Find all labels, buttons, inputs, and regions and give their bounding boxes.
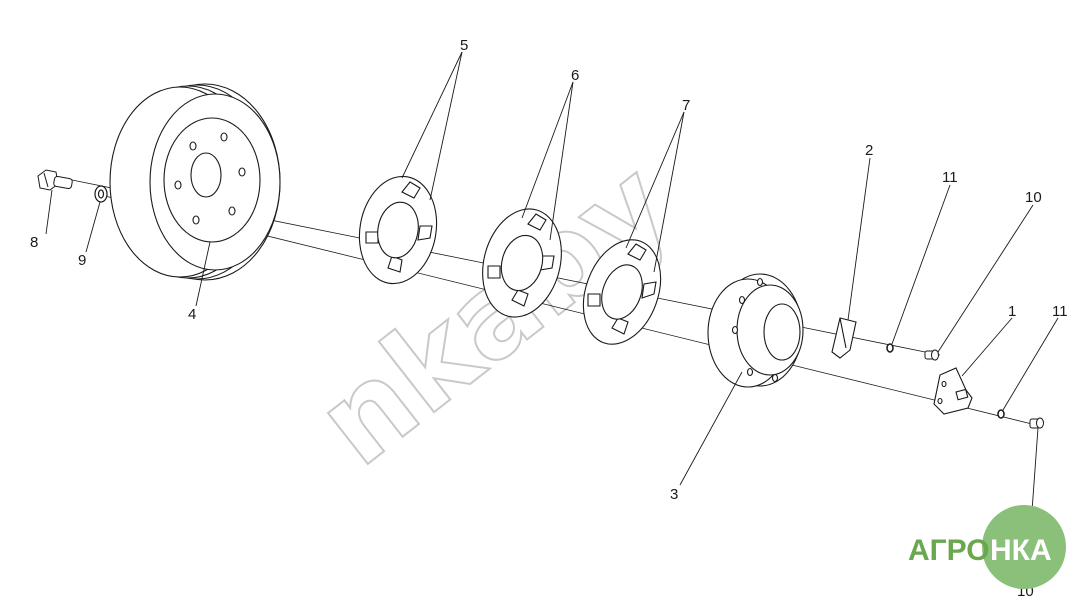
leader-line-9	[85, 201, 101, 253]
bolt-hole	[175, 181, 181, 189]
ring-part-11-upper	[887, 344, 893, 352]
plate-part-6	[471, 200, 573, 326]
brand-logo: АГРО НКА	[908, 505, 1066, 589]
bolt-hole	[193, 216, 199, 224]
callout-label-5: 5	[460, 37, 468, 54]
callout-label-6: 6	[571, 67, 579, 84]
leader-line-7a	[625, 111, 685, 249]
bolt-hole	[239, 168, 245, 176]
callout-label-3: 3	[670, 486, 678, 503]
leader-line-4	[195, 241, 211, 307]
leader-line-1	[961, 317, 1013, 377]
pulley-part-4	[110, 84, 280, 280]
ring-part-11-lower	[998, 410, 1004, 418]
leader-line-7b	[653, 111, 685, 273]
brand-text-left: АГРО	[908, 534, 990, 567]
screw-part-10-upper	[925, 350, 939, 360]
leader-line-3	[679, 371, 743, 486]
callout-label-4: 4	[188, 306, 196, 323]
leader-line-8	[45, 189, 53, 235]
callout-label-9: 9	[78, 252, 86, 269]
leader-line-11a	[891, 184, 951, 345]
hub-part-3	[708, 274, 803, 387]
leader-line-5a	[401, 51, 463, 179]
leader-line-6a	[521, 81, 574, 219]
callout-label-10-upper: 10	[1025, 189, 1042, 206]
callout-label-1: 1	[1008, 303, 1016, 320]
callout-labels: 5 6 7 2 11 10 1 11 8 9 4 3 10	[30, 37, 1068, 600]
leader-line-5b	[429, 51, 463, 201]
leader-line-2	[847, 157, 871, 321]
brand-text-right: НКА	[990, 534, 1052, 567]
leader-line-11b	[1002, 317, 1059, 411]
washer-part-9	[95, 186, 107, 202]
leader-line-10a	[937, 204, 1034, 353]
callout-label-11-upper: 11	[942, 169, 958, 186]
plate-part-7	[570, 229, 675, 355]
screw-part-10-lower	[1030, 418, 1044, 428]
bolt-part-8	[38, 170, 73, 190]
bracket-part-1	[934, 368, 972, 414]
key-part-2	[832, 318, 856, 358]
brand-badge-circle	[982, 505, 1066, 589]
callout-label-11-lower: 11	[1052, 303, 1068, 320]
callout-label-7: 7	[682, 97, 690, 114]
bolt-hole	[221, 133, 227, 141]
leader-lines	[45, 51, 1059, 581]
leader-line-6b	[549, 81, 574, 241]
bolt-hole	[229, 207, 235, 215]
bolt-hole	[190, 142, 196, 150]
callout-label-8: 8	[30, 234, 38, 251]
plate-part-5	[351, 170, 445, 290]
callout-label-2: 2	[865, 142, 873, 159]
